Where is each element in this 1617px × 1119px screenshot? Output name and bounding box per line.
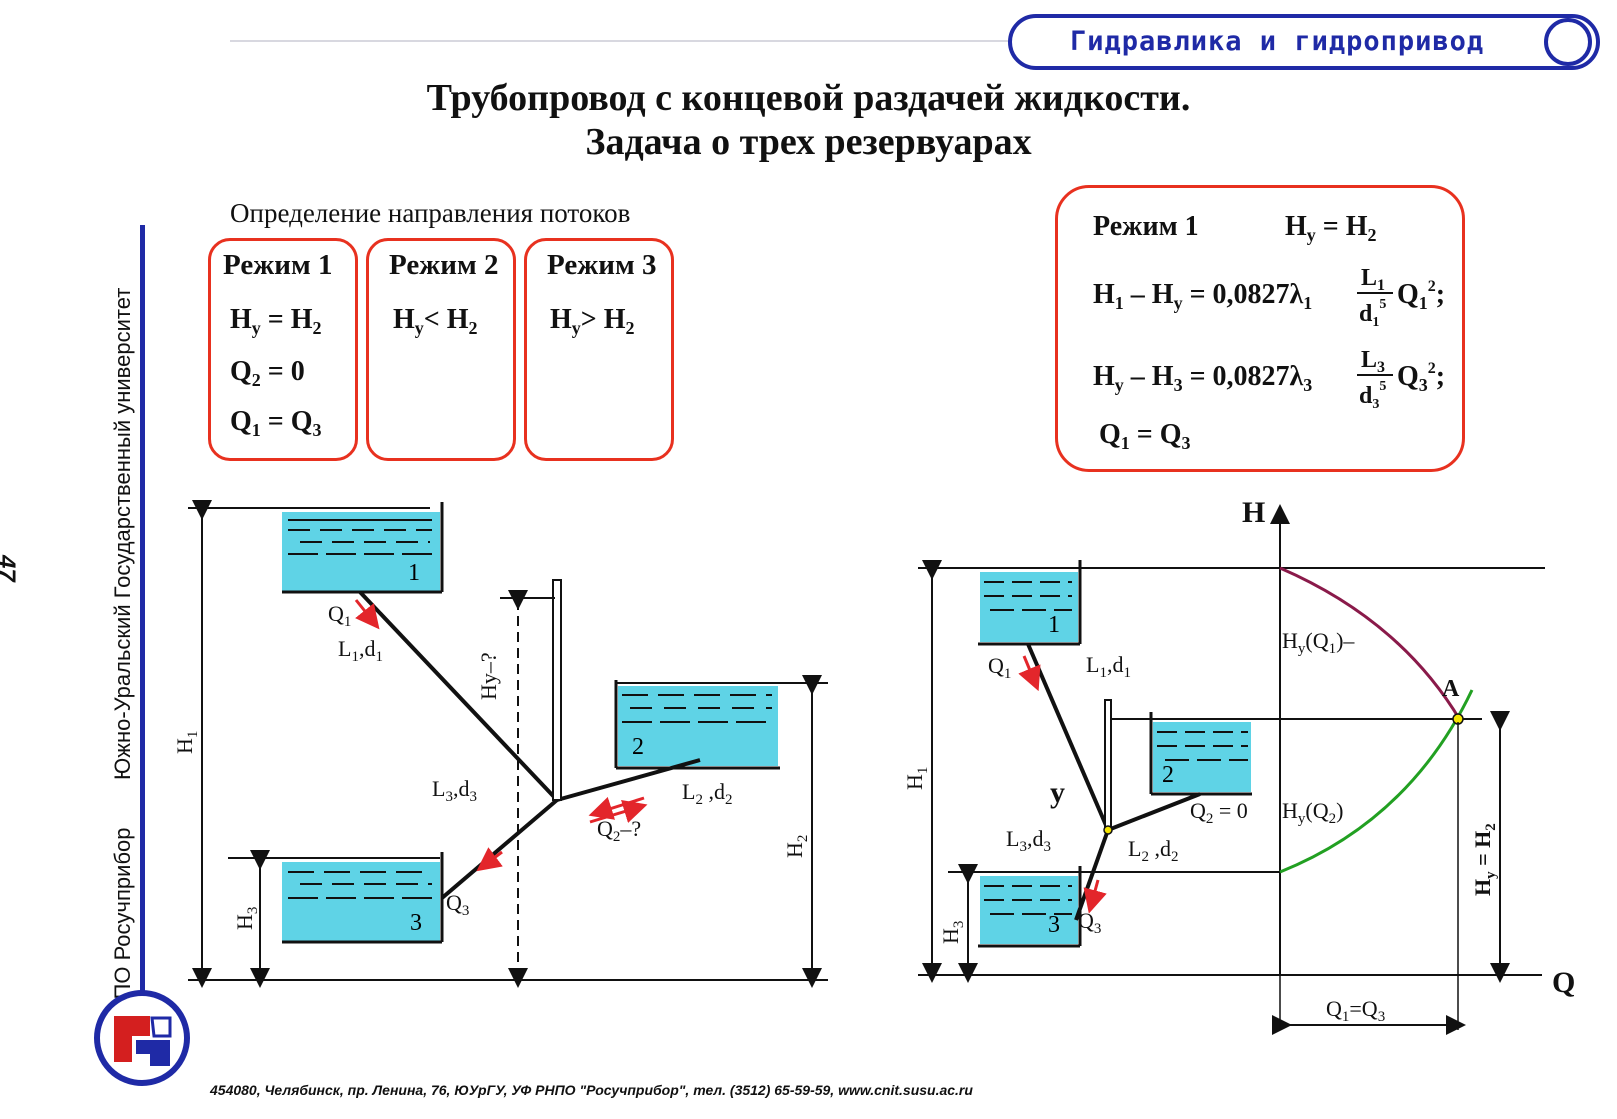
left-three-tank-diagram: 1 2 3 Q1 L1,d1 Hу–? L2 ,d2 Q2–? L3,d3 Q3: [172, 500, 828, 988]
mode-1-label: Режим 1: [223, 249, 333, 281]
mode-2-label: Режим 2: [389, 249, 499, 281]
svg-text:d35: d35: [1359, 379, 1386, 412]
curve-hy-q1: [1279, 566, 1462, 721]
curve-hy-q2: [1279, 689, 1474, 874]
right-tank-2-label: 2: [1162, 762, 1174, 788]
label-h3: H3: [232, 907, 261, 930]
mode-1-line-2: Q2 = 0: [230, 356, 305, 390]
right-tank-3: [980, 876, 1078, 944]
side-accent-bar: [140, 225, 145, 1025]
regime-1-box: [1055, 185, 1465, 472]
page-number: 47: [0, 555, 20, 582]
right-label-h1: H1: [902, 767, 931, 790]
svg-text:Q32;: Q32;: [1397, 360, 1445, 395]
label-point-a: A: [1442, 676, 1460, 702]
right-label-h3: H3: [938, 921, 967, 944]
axis-q-label: Q: [1552, 966, 1575, 999]
right-tank-2: [1153, 722, 1251, 792]
right-label-l1d1: L1,d1: [1086, 652, 1131, 681]
label-l3d3: L3,d3: [432, 776, 477, 805]
tank-3: [282, 862, 440, 942]
label-h1: H1: [172, 731, 201, 754]
mode-2-line-1: Hу< H2: [393, 304, 478, 338]
right-label-l3d3: L3,d3: [1006, 826, 1051, 855]
right-label-l2d2: L2 ,d2: [1128, 836, 1178, 865]
tank-2-label: 2: [632, 734, 644, 760]
mode-formulas: Hу = H2 Q2 = 0 Q1 = Q3 Hу< H2 Hу> H2: [230, 304, 635, 440]
page-title-line1: Трубопровод с концевой раздачей жидкости…: [426, 77, 1191, 119]
course-header: Гидравлика и гидропривод: [1008, 14, 1600, 70]
label-l1d1: L1,d1: [338, 636, 383, 665]
right-graph-diagram: 1 2 3 H Q Q1 L1,d1 у Q2 = 0 L2 ,d2 L3,d3…: [902, 500, 1575, 1035]
label-hy-eq-h2: Hу = H2: [1470, 823, 1499, 896]
pipe-2: [556, 758, 701, 802]
right-label-q2: Q2 = 0: [1190, 798, 1248, 827]
right-tank-3-label: 3: [1048, 912, 1060, 938]
label-l2d2: L2 ,d2: [682, 779, 732, 808]
mode-3-box: Режим 3: [524, 238, 674, 461]
tank-1: [282, 512, 440, 592]
label-h2: H2: [782, 835, 811, 858]
mode-2-box: Режим 2: [366, 238, 516, 461]
junction-y: [1103, 825, 1113, 835]
header-circle-icon: [1544, 18, 1592, 66]
pipe-3: [440, 798, 559, 900]
svg-text:Q12;: Q12;: [1397, 278, 1445, 313]
page-title-line2: Задача о трех резервуарах: [585, 121, 1032, 163]
right-tank-1: [980, 572, 1078, 642]
mode-1-line-3: Q1 = Q3: [230, 406, 322, 440]
tank-3-label: 3: [410, 910, 422, 936]
mode-3-label: Режим 3: [547, 249, 657, 281]
right-label-y: у: [1050, 776, 1065, 809]
mode-3-line-1: Hу> H2: [550, 304, 635, 338]
regime-condition: Hу = H2: [1285, 211, 1377, 245]
footer-contact: 454080, Челябинск, пр. Ленина, 76, ЮУрГУ…: [210, 1082, 973, 1098]
label-q2: Q2–?: [597, 816, 641, 845]
right-label-q1: Q1: [988, 653, 1011, 682]
svg-text:L1: L1: [1361, 265, 1385, 294]
axis-h-label: H: [1242, 500, 1265, 529]
label-hy-q1: Hу(Q1)–: [1282, 628, 1355, 657]
label-q1: Q1: [328, 601, 351, 630]
course-title: Гидравлика и гидропривод: [1070, 26, 1485, 57]
label-hy: Hу–?: [476, 652, 501, 700]
header-rule: [230, 40, 1010, 42]
piezometer: [552, 579, 562, 801]
label-q3: Q3: [446, 890, 469, 919]
mode-1-line-1: Hу = H2: [230, 304, 322, 338]
regime-eq-2: Hу – H3 = 0,0827λ3: [1093, 361, 1312, 395]
tank-1-label: 1: [408, 560, 420, 586]
rnpo-logo: [94, 990, 190, 1086]
label-q1-q3: Q1=Q3: [1326, 996, 1385, 1025]
modes-caption: Определение направления потоков: [230, 198, 631, 228]
right-tank-1-label: 1: [1048, 612, 1060, 638]
svg-text:d15: d15: [1359, 297, 1386, 330]
regime-eq-3: Q1 = Q3: [1099, 419, 1191, 453]
svg-text:L3: L3: [1361, 347, 1385, 376]
regime-eq-1: H1 – Hу = 0,0827λ1: [1093, 279, 1312, 313]
university-name: Южно-Уральский Государственный университ…: [110, 287, 135, 780]
tank-2: [618, 686, 778, 766]
mode-1-box: Режим 1: [208, 238, 358, 461]
pipe-1: [358, 590, 559, 802]
regime-1-equations: Режим 1 Hу = H2 H1 – Hу = 0,0827λ1 L1 d1…: [1093, 211, 1445, 453]
regime-label: Режим 1: [1093, 211, 1199, 242]
label-hy-q2: Hу(Q2): [1282, 798, 1343, 827]
right-label-q3: Q3: [1078, 908, 1101, 937]
